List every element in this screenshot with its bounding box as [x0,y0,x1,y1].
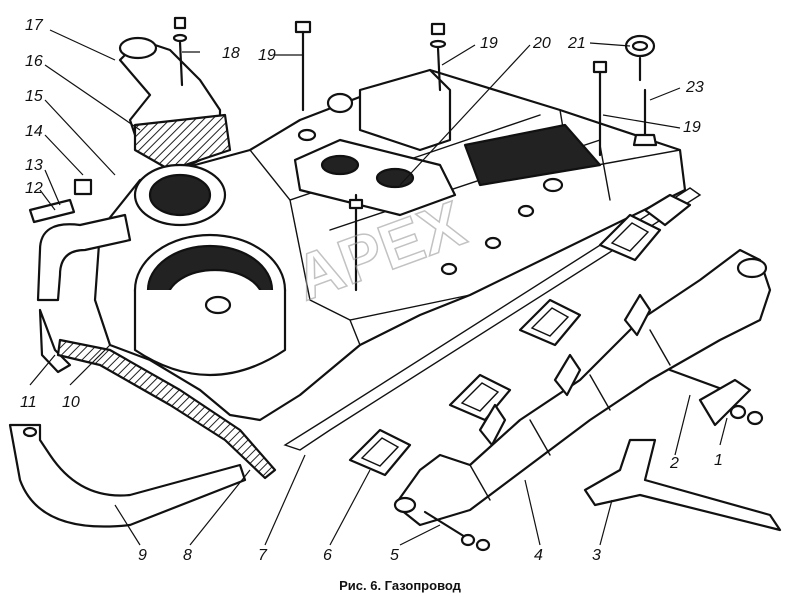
callout-21: 20 [532,35,551,52]
callout-13: 13 [25,157,43,174]
bracket-3 [583,438,782,532]
callout-22: 21 [567,35,586,52]
callout-20: 19 [480,35,498,52]
stud-19-left [294,20,312,112]
clamp-1 [668,368,764,427]
stud-20 [429,22,447,92]
callout-11: 11 [20,394,37,411]
bolt-18 [172,16,188,87]
callout-23: 23 [685,79,704,96]
exhaust-manifold-4 [393,248,772,527]
callout-10: 10 [62,394,80,411]
callout-17: 17 [25,17,44,34]
callout-19-right: 19 [683,119,701,136]
callout-5: 5 [390,547,399,564]
leader-lines [29,29,728,546]
callout-3: 3 [592,547,601,564]
thermostat-housing [118,36,232,227]
callout-14: 14 [25,123,43,140]
stud-19-right [592,60,608,157]
callout-8: 8 [183,547,192,564]
bolt-5 [423,510,491,552]
callout-9: 9 [138,547,147,564]
callout-15: 15 [25,88,43,105]
callout-1: 1 [714,452,723,469]
gasket-8 [56,338,277,480]
callout-2: 2 [669,455,679,472]
stud-23 [632,88,658,147]
callout-6: 6 [323,547,332,564]
callout-16: 16 [25,53,43,70]
stud-21 [348,193,364,292]
callout-labels: 17 16 15 14 13 12 11 10 18 19 19 20 21 2… [20,17,723,564]
gasket-7 [283,187,702,451]
callout-18: 18 [222,45,240,62]
heating-chamber [133,233,287,377]
callout-7: 7 [258,547,268,564]
callout-19-left: 19 [258,47,276,64]
callout-12: 12 [25,180,43,197]
gasket-6 [348,193,692,477]
eyebolt-22 [624,34,656,82]
callout-4: 4 [534,547,543,564]
heat-shield-9 [8,423,247,528]
figure-caption: Рис. 6. Газопровод [339,578,462,593]
water-hose [28,178,132,374]
